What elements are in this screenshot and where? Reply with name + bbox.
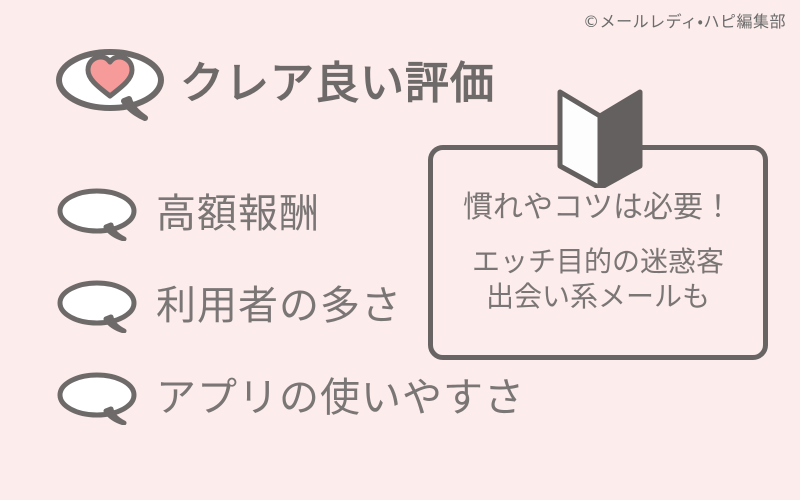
speech-bubble-icon: [57, 188, 137, 241]
list-item: 利用者の多さ: [56, 260, 525, 352]
speech-bubble-heart-icon: [56, 49, 164, 121]
callout-note-line-2: 出会い系メールも: [485, 280, 710, 313]
list-item-label: 高額報酬: [156, 191, 320, 237]
good-points-list: 高額報酬 利用者の多さ アプリの使いやすさ: [56, 168, 525, 444]
callout-note-line-1: エッチ目的の迷惑客: [471, 245, 724, 278]
list-item: 高額報酬: [56, 168, 525, 260]
page-title: クレア良い評価: [180, 58, 495, 109]
speech-bubble-icon: [57, 372, 137, 425]
list-item-label: アプリの使いやすさ: [156, 375, 525, 421]
speech-bubble-icon: [57, 280, 137, 333]
list-item-label: 利用者の多さ: [156, 283, 402, 329]
open-book-icon: [557, 89, 643, 188]
callout-content: 慣れやコツは必要！ エッチ目的の迷惑客 出会い系メールも: [433, 150, 763, 355]
list-item: アプリの使いやすさ: [56, 352, 525, 444]
headline: クレア良い評価: [52, 46, 495, 122]
copyright-notice: ©メールレディ・ハピ編集部: [583, 12, 786, 31]
callout-heading: 慣れやコツは必要！: [463, 190, 733, 225]
callout-box: 慣れやコツは必要！ エッチ目的の迷惑客 出会い系メールも: [428, 145, 768, 360]
